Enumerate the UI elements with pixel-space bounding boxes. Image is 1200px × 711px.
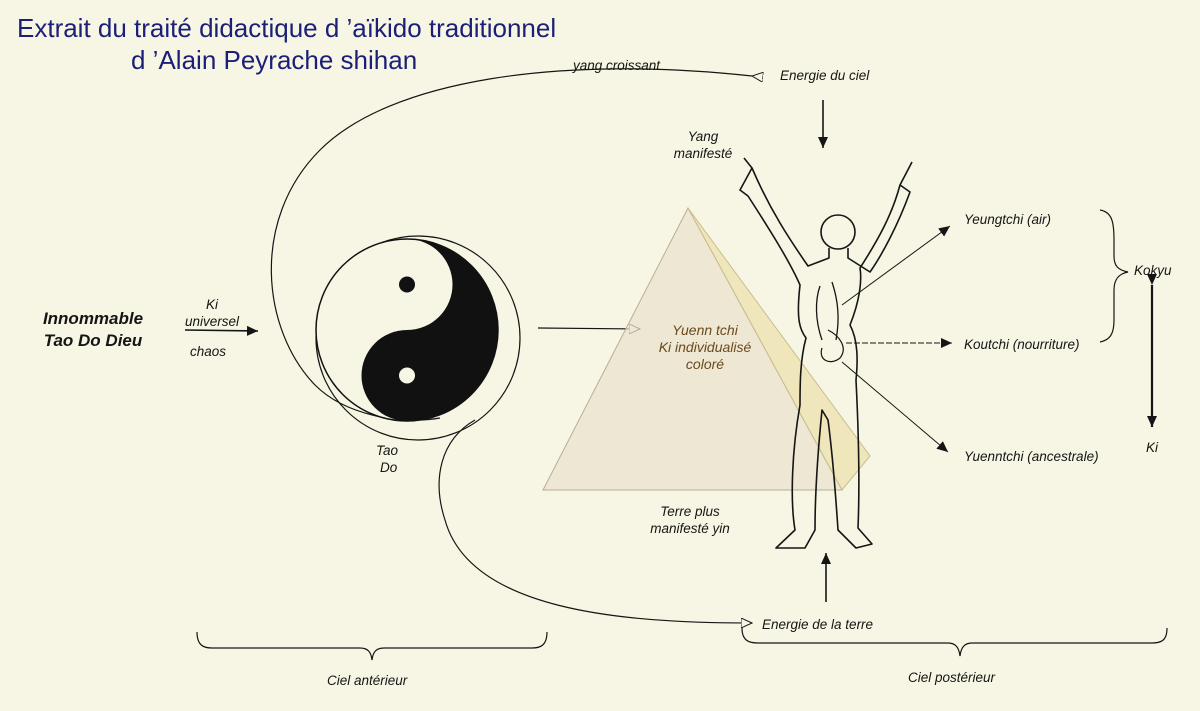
yeungtchi-label: Yeungtchi (air) bbox=[964, 212, 1052, 227]
terre-line-1: Terre plus bbox=[660, 504, 720, 519]
title-line-2: d ’Alain Peyrache shihan bbox=[131, 45, 418, 75]
ki-universel-arrow bbox=[184, 325, 259, 336]
yuenn-tchi-line-2: Ki individualisé bbox=[658, 339, 752, 355]
ciel-posterieur-brace bbox=[741, 627, 1168, 657]
kokyu-label: Kokyu bbox=[1134, 263, 1172, 278]
yeungtchi-arrow bbox=[841, 225, 951, 306]
yang-manifeste-label: Yang manifesté bbox=[668, 128, 738, 162]
terre-label: Terre plus manifesté yin bbox=[630, 503, 750, 537]
ki-label: Ki bbox=[1146, 440, 1159, 455]
energie-ciel-label: Energie du ciel bbox=[780, 68, 870, 83]
yuenn-tchi-line-1: Yuenn tchi bbox=[672, 322, 738, 338]
yang-manifeste-line-2: manifesté bbox=[673, 146, 733, 161]
ki-universel-line-2: universel bbox=[184, 314, 240, 329]
do-label: Do bbox=[380, 460, 398, 475]
ciel-anterieur-label: Ciel antérieur bbox=[327, 673, 408, 688]
chaos-label: chaos bbox=[190, 344, 227, 359]
ciel-posterieur-label: Ciel postérieur bbox=[908, 670, 996, 685]
tao-label: Tao bbox=[376, 443, 399, 458]
yang-manifeste-line-1: Yang bbox=[687, 129, 719, 144]
koutchi-label: Koutchi (nourriture) bbox=[964, 337, 1080, 352]
kokyu-brace bbox=[1099, 209, 1129, 343]
spiral-lower-curve bbox=[438, 419, 752, 623]
to-pyramid-arrow bbox=[537, 328, 640, 329]
title-line-1: Extrait du traité didactique d ’aïkido t… bbox=[17, 13, 557, 43]
ki-universel-line-1: Ki bbox=[205, 297, 218, 312]
terre-line-2: manifesté yin bbox=[650, 521, 730, 536]
energie-terre-label: Energie de la terre bbox=[762, 617, 874, 632]
yin-yang-icon bbox=[315, 238, 499, 422]
human-figure bbox=[739, 157, 913, 549]
yuenn-tchi-line-3: coloré bbox=[685, 356, 725, 372]
innommable-line-1: Innommable bbox=[42, 309, 144, 328]
yang-croissant-label: yang croissant bbox=[573, 58, 661, 73]
yuenn-tchi-label: Yuenn tchi Ki individualisé coloré bbox=[640, 322, 770, 373]
innommable-label: Innommable Tao Do Dieu bbox=[28, 308, 158, 352]
innommable-line-2: Tao Do Dieu bbox=[43, 331, 143, 350]
spiral-upper-curve bbox=[270, 68, 752, 421]
yuenntchi-label: Yuenntchi (ancestrale) bbox=[964, 449, 1099, 464]
pyramid-shape bbox=[542, 206, 871, 491]
ciel-anterieur-brace bbox=[196, 631, 548, 661]
ki-universel-label: Ki universel bbox=[172, 296, 252, 330]
yuenntchi-arrow bbox=[841, 361, 949, 453]
